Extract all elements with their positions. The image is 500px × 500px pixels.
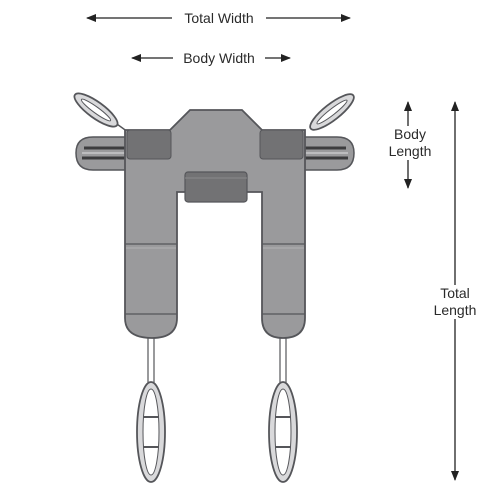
left-wing	[75, 136, 131, 171]
leg-seams	[125, 243, 305, 315]
left-top-patch	[126, 129, 172, 160]
left-leg-strap	[136, 338, 166, 483]
body-length-label: Body Length	[384, 126, 436, 160]
total-length-label: Total Length	[426, 285, 484, 319]
body-width-label: Body Width	[173, 50, 265, 67]
right-shoulder-loop	[309, 93, 355, 131]
left-shoulder-loop	[73, 92, 129, 133]
total-width-label: Total Width	[172, 10, 266, 27]
right-top-patch	[259, 129, 304, 160]
right-leg-strap	[268, 338, 298, 483]
right-wing	[299, 136, 355, 171]
center-pad	[184, 171, 248, 203]
sling-body	[124, 109, 306, 339]
